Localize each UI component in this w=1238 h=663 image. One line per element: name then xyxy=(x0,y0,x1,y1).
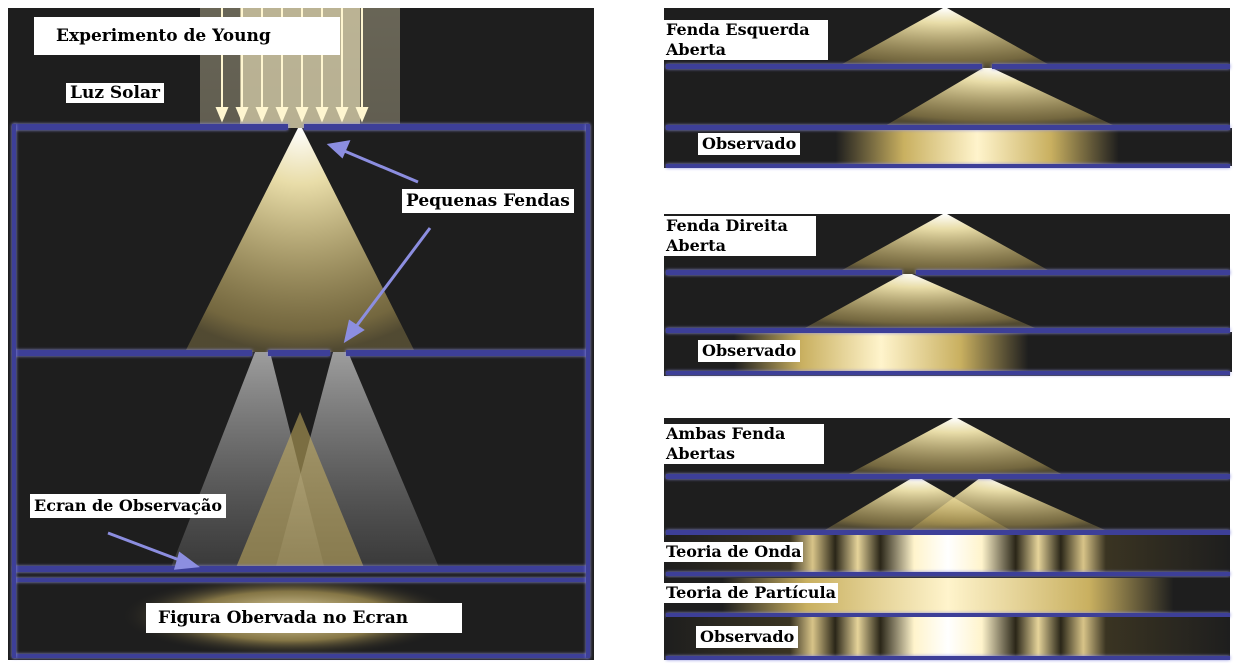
right-slit-barrier xyxy=(666,270,902,275)
pointer-arrows xyxy=(107,140,432,570)
both-slits-cones xyxy=(825,478,1105,530)
light-cone-first-slit xyxy=(185,128,415,352)
both-slits-screen xyxy=(666,530,1230,535)
left-slit-screen xyxy=(666,125,1230,130)
diagram-title: Experimento de Young xyxy=(34,17,340,55)
right-slit-label: Fenda Direita Aberta xyxy=(664,216,816,256)
bottom-frame xyxy=(14,578,588,582)
observation-screen xyxy=(14,566,588,572)
sunlight-label: Luz Solar xyxy=(66,83,164,103)
particle-theory-label: Teoria de Partícula xyxy=(664,583,838,603)
left-slit-barrier xyxy=(992,64,1230,69)
side-frame xyxy=(586,124,590,658)
right-slit-bottom xyxy=(666,371,1230,375)
double-slit-barrier xyxy=(14,350,252,356)
right-slit-cone xyxy=(805,274,1035,328)
left-slit-bottom xyxy=(666,164,1230,168)
left-slit-barrier xyxy=(666,64,982,69)
both-slits-bottom xyxy=(666,656,1230,660)
right-slit-screen xyxy=(666,328,1230,333)
both-slits-observed-label: Observado xyxy=(696,626,799,648)
first-barrier xyxy=(14,124,288,130)
first-barrier xyxy=(304,124,588,130)
left-slit-cone xyxy=(885,68,1115,126)
screen-label: Ecran de Observação xyxy=(30,494,227,518)
both-slits-source-cone xyxy=(845,418,1065,476)
left-slit-label: Fenda Esquerda Aberta xyxy=(664,20,828,60)
left-slit-observed-label: Observado xyxy=(698,133,801,155)
slits-label: Pequenas Fendas xyxy=(402,189,574,213)
pattern-label: Figura Obervada no Ecran xyxy=(146,603,462,633)
particle-strip-bottom xyxy=(666,613,1230,617)
both-slits-barrier xyxy=(666,474,1230,479)
right-slit-barrier xyxy=(916,270,1230,275)
double-slit-barrier xyxy=(346,350,588,356)
wave-theory-label: Teoria de Onda xyxy=(664,542,804,562)
double-slit-barrier xyxy=(268,350,330,356)
bottom-frame xyxy=(14,654,588,658)
wave-strip-bottom xyxy=(666,572,1230,576)
left-slit-source-cone xyxy=(835,8,1055,68)
both-slits-label: Ambas Fenda Abertas xyxy=(664,424,824,464)
side-frame xyxy=(12,124,16,658)
right-slit-source-cone xyxy=(835,214,1055,274)
right-slit-observed-label: Observado xyxy=(698,340,801,362)
